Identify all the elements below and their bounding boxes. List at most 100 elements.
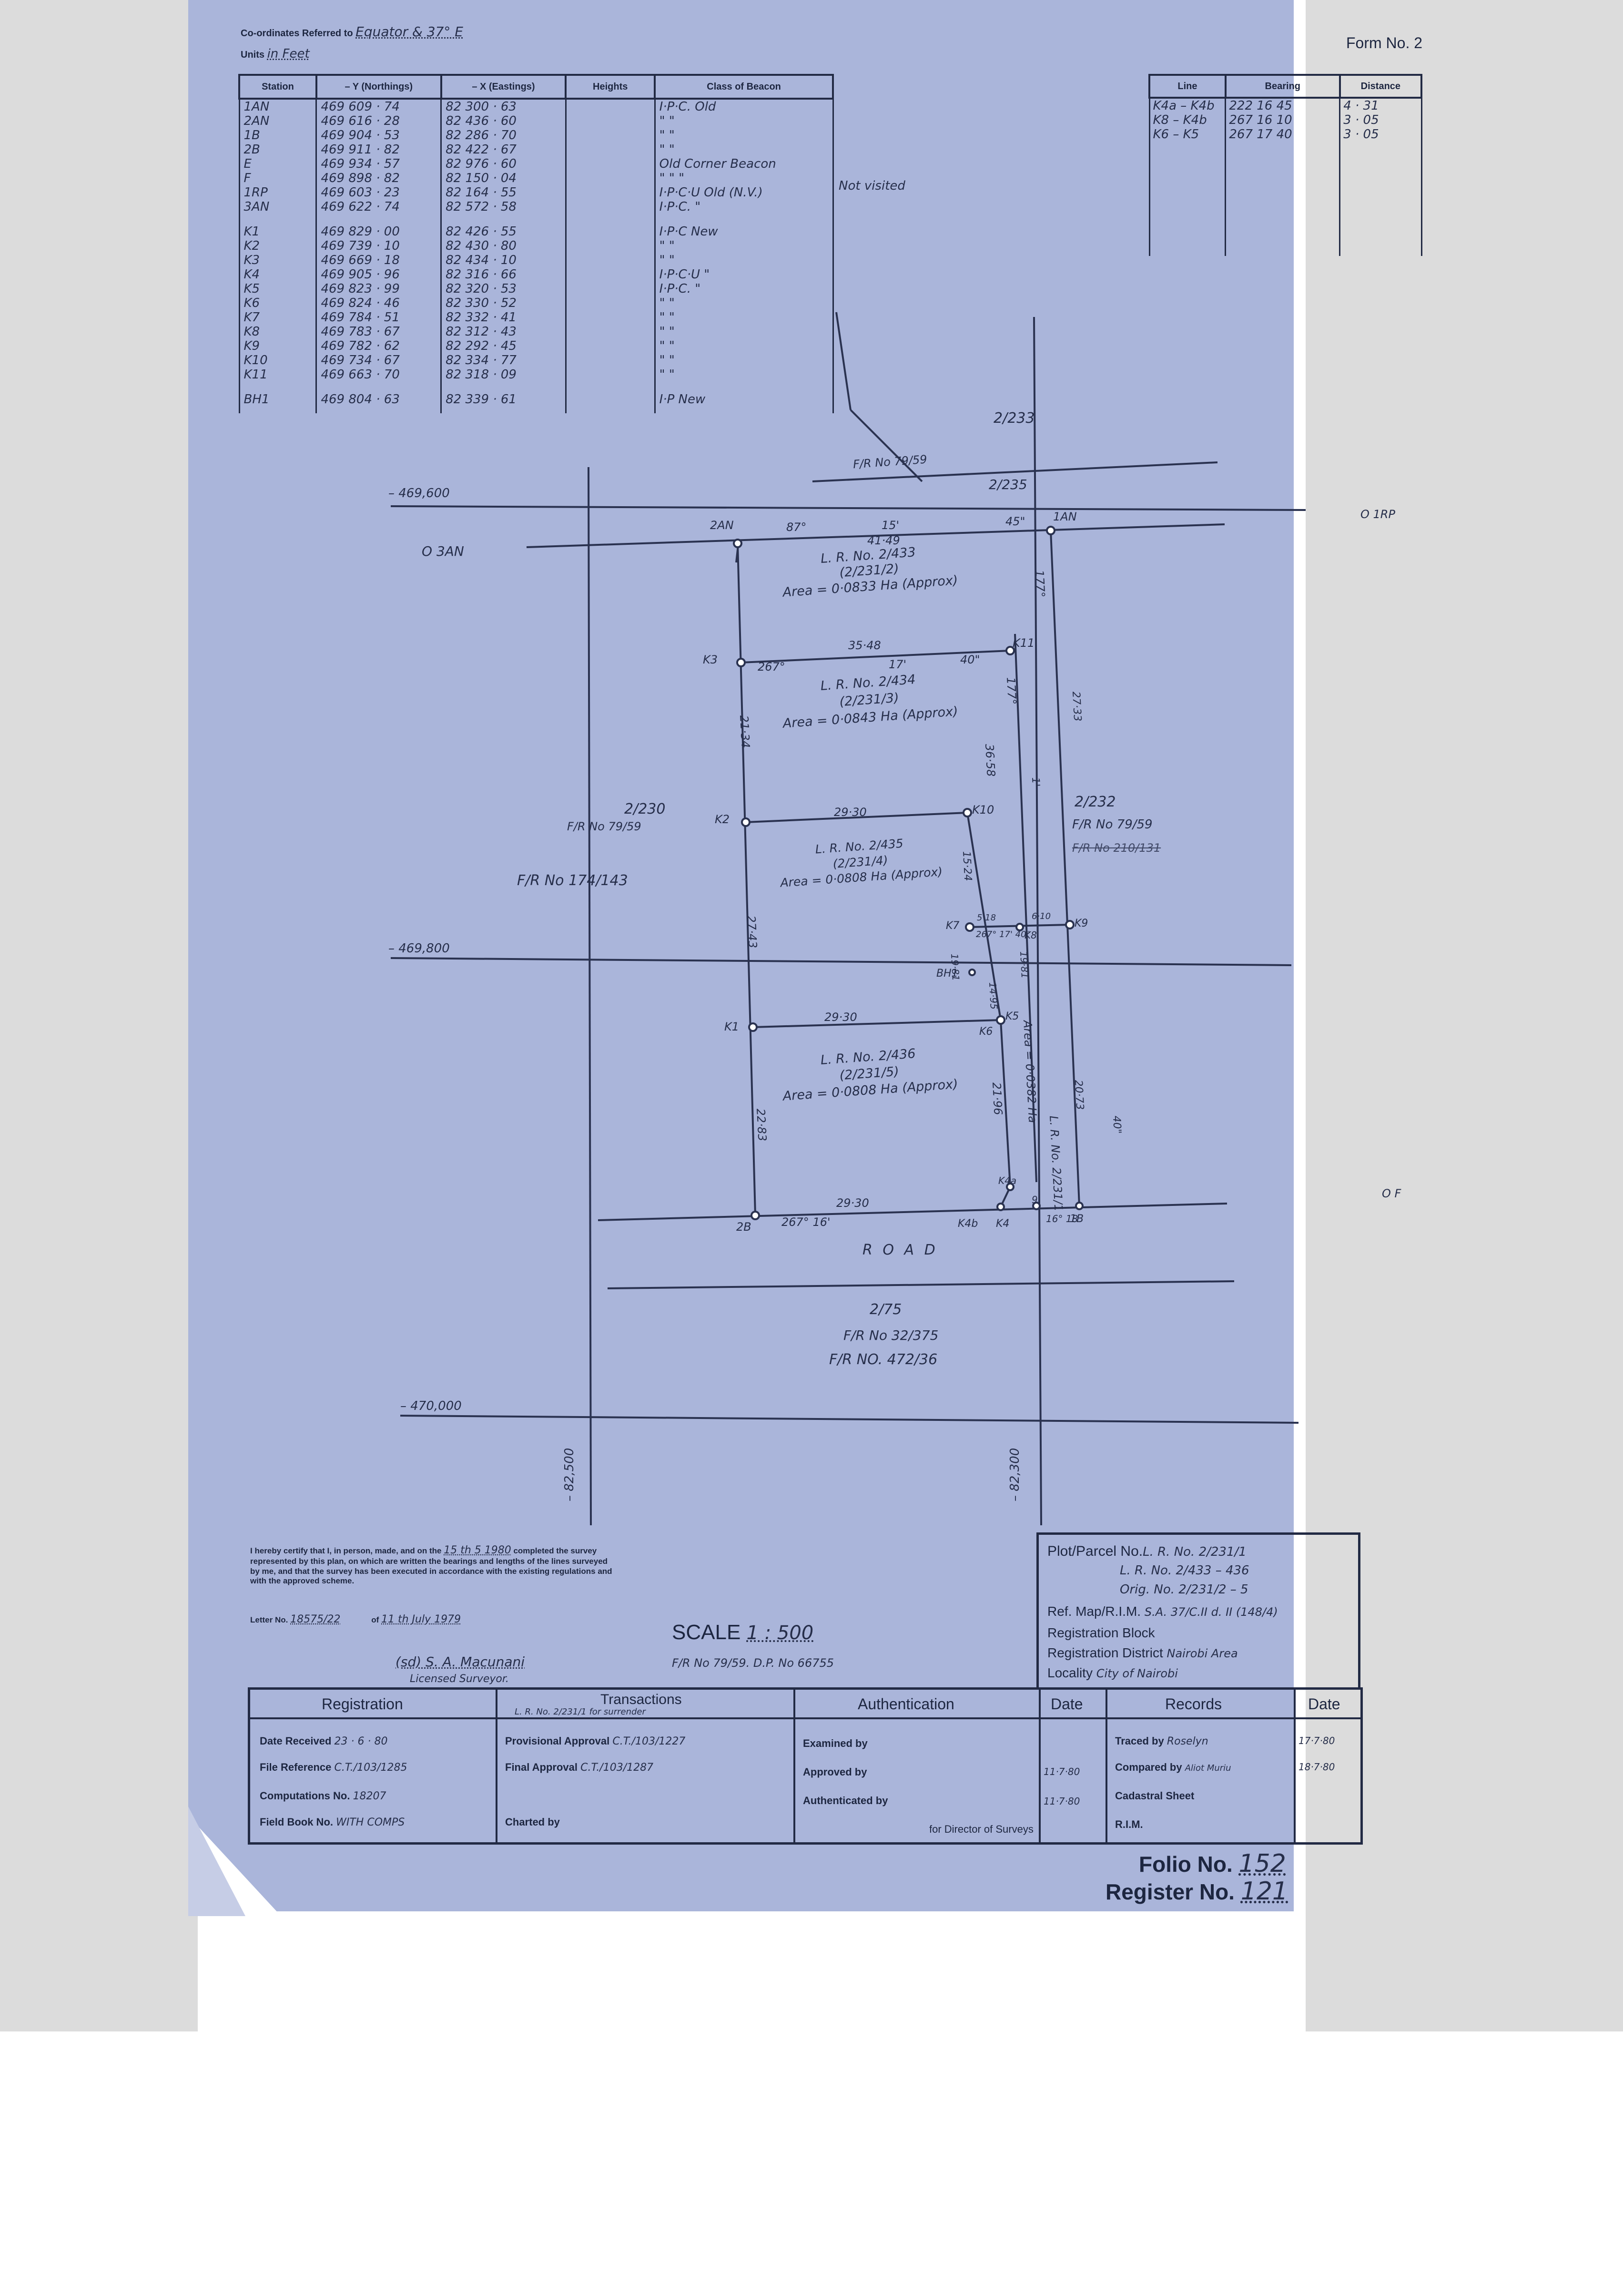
boundary-line-diagonal [835, 312, 852, 410]
dim-19-81-b: 19·81 [1018, 951, 1031, 979]
scale-reference: F/R No 79/59. D.P. No 66755 [672, 1656, 834, 1670]
road-label: R O A D [862, 1242, 938, 1258]
label-K4b: K4b [958, 1218, 978, 1230]
label-2AN: 2AN [710, 519, 734, 532]
station-cell: 469 784 · 51 [315, 310, 442, 325]
dim-16-18: 16° 18 [1046, 1213, 1078, 1225]
station-cell: I·P·C·U Old (N.V.) [654, 185, 834, 200]
station-cell: K8 [238, 325, 317, 339]
station-cell [565, 253, 656, 267]
station-cell: 82 436 · 60 [440, 114, 567, 128]
line-cell: K6 – K5 [1148, 127, 1227, 142]
station-cell: I·P·C·U " [654, 267, 834, 282]
station-cell: I·P·C New [654, 224, 834, 239]
dim-6-10: 6·10 [1032, 911, 1051, 921]
neighbour-fr-472-36: F/R NO. 472/36 [829, 1351, 938, 1368]
station-cell: 82 320 · 53 [440, 282, 567, 296]
header-authentication: Authentication [858, 1695, 954, 1713]
station-cell: I·P New [654, 392, 834, 407]
neighbour-2-232: 2/232 [1075, 794, 1116, 810]
beacon-F: O F [1382, 1187, 1401, 1200]
dim-29-30-a: 29·30 [834, 806, 867, 819]
station-cell [565, 282, 656, 296]
surveyor-signature: (sd) S. A. Macunani [396, 1654, 525, 1670]
grid-label-469600: – 469,600 [388, 486, 450, 500]
neighbour-fr-210-131: F/R No 210/131 [1072, 841, 1161, 855]
label-BH1: BH1 [936, 968, 958, 980]
grid-line-82300 [1033, 316, 1042, 1526]
station-cell [565, 325, 656, 339]
neighbour-fr-32-375: F/R No 32/375 [843, 1327, 939, 1343]
parcel-divider-1 [740, 650, 1011, 663]
dim-177-b: 177° [1004, 677, 1019, 705]
station-cell: 469 669 · 18 [315, 253, 442, 267]
surveyor-certificate: I hereby certify that I, in person, made… [250, 1544, 612, 1586]
neighbour-fr-174-143: F/R No 174/143 [517, 872, 628, 889]
station-cell: " " [654, 296, 834, 310]
station-cell: I·P·C. " [654, 282, 834, 296]
station-cell: K10 [238, 353, 317, 367]
station-cell [565, 296, 656, 310]
station-cell: 469 904 · 53 [315, 128, 442, 143]
dim-36-58: 36·58 [983, 744, 998, 777]
station-cell: 82 164 · 55 [440, 185, 567, 200]
station-cell: 82 426 · 55 [440, 224, 567, 239]
boundary-line-north [526, 523, 1225, 548]
dim-bearing-min: 15' [882, 519, 900, 532]
boundary-line-diagonal-2 [850, 409, 923, 482]
station-cell: " " [654, 143, 834, 157]
parcel-info-box: Plot/Parcel No.L. R. No. 2/231/1 L. R. N… [1036, 1532, 1360, 1690]
grid-line-469800 [390, 957, 1292, 966]
station-cell: 82 316 · 66 [440, 267, 567, 282]
station-cell: 82 292 · 45 [440, 339, 567, 353]
label-K6: K6 [979, 1026, 993, 1038]
scan-background-right [1306, 0, 1623, 2031]
station-cell: 82 339 · 61 [440, 392, 567, 407]
station-cell: 469 905 · 96 [315, 267, 442, 282]
station-cell: 469 934 · 57 [315, 157, 442, 171]
dim-40-a: 40" [960, 653, 980, 666]
station-cell: F [238, 171, 317, 185]
label-K3: K3 [703, 653, 718, 666]
station-cell: K3 [238, 253, 317, 267]
station-cell: " " [654, 367, 834, 382]
station-cell: 82 430 · 80 [440, 239, 567, 253]
header-transactions: Transactions [600, 1692, 682, 1707]
station-cell [565, 157, 656, 171]
k10-k6-line [966, 812, 1002, 1020]
station-cell: 82 434 · 10 [440, 253, 567, 267]
dim-35-48: 35·48 [848, 639, 881, 652]
station-cell [565, 310, 656, 325]
label-K4a: K4a [998, 1175, 1017, 1186]
neighbour-2-233: 2/233 [994, 410, 1035, 427]
station-cell [565, 339, 656, 353]
label-K5: K5 [1005, 1010, 1019, 1022]
dim-29-30-c: 29·30 [836, 1196, 869, 1210]
station-cell [565, 171, 656, 185]
station-cell: Old Corner Beacon [654, 157, 834, 171]
station-coordinates-table: Station– Y (Northings)– X (Eastings)Heig… [238, 74, 834, 413]
station-cell: K5 [238, 282, 317, 296]
parcel-divider-3 [752, 1019, 1001, 1028]
station-cell: 82 312 · 43 [440, 325, 567, 339]
dim-19-81-a: 19·81 [949, 953, 962, 981]
station-cell: 469 804 · 63 [315, 392, 442, 407]
dim-29-30-b: 29·30 [824, 1010, 857, 1024]
label-K8: K8 [1025, 929, 1037, 941]
station-cell [565, 239, 656, 253]
station-cell: K2 [238, 239, 317, 253]
boundary-line-233 [812, 461, 1218, 482]
station-cell: " " [654, 128, 834, 143]
station-cell: E [238, 157, 317, 171]
neighbour-2-75: 2/75 [870, 1301, 902, 1318]
